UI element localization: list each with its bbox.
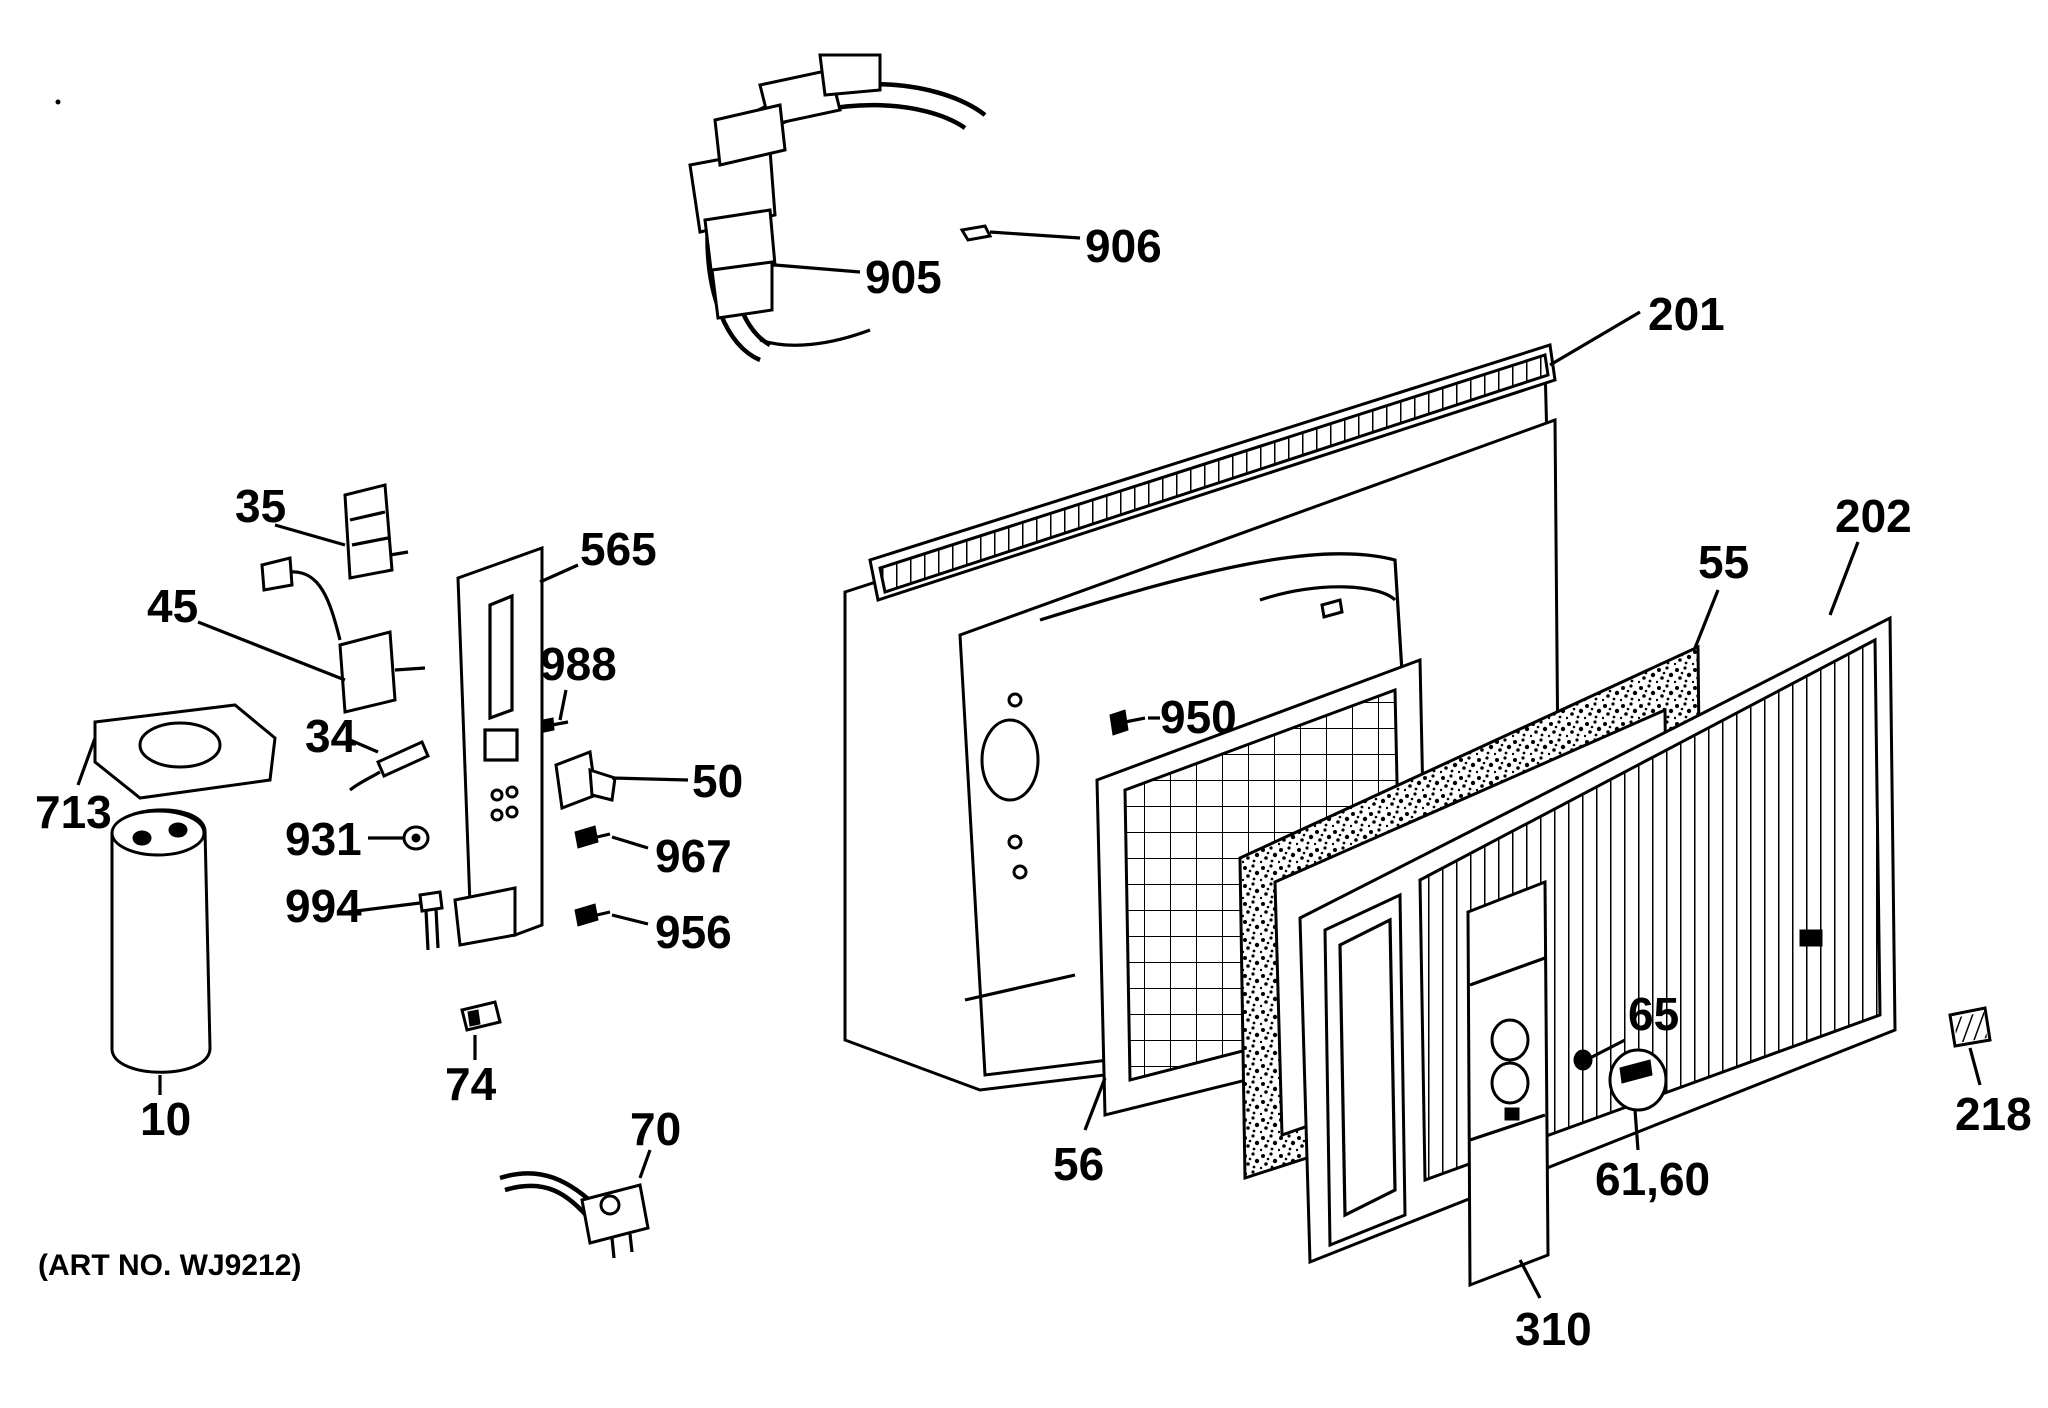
callout-50: 50 <box>692 755 743 807</box>
leader-lines <box>76 230 1982 1299</box>
rocker-switch-part-50 <box>554 749 617 811</box>
callout-55: 55 <box>1698 536 1749 588</box>
callout-565: 565 <box>580 523 657 575</box>
callout-61-60: 61,60 <box>1595 1153 1710 1205</box>
spring-part-65 <box>1573 1049 1593 1071</box>
callout-70: 70 <box>630 1103 681 1155</box>
resistor-part-34 <box>349 740 430 792</box>
callout-310: 310 <box>1515 1303 1592 1355</box>
switch-part-35 <box>343 483 409 580</box>
callout-994: 994 <box>285 880 362 932</box>
thermostat-part-45 <box>260 556 426 714</box>
callout-905: 905 <box>865 251 942 303</box>
art-number: (ART NO. WJ9212) <box>38 1249 301 1282</box>
callout-988: 988 <box>540 638 617 690</box>
callout-201: 201 <box>1648 288 1725 340</box>
callout-10: 10 <box>140 1093 191 1145</box>
callout-956: 956 <box>655 906 732 958</box>
mounting-bracket-part-565 <box>453 545 544 947</box>
callout-35: 35 <box>235 480 286 532</box>
nut-part-931 <box>402 825 430 851</box>
callout-56: 56 <box>1053 1138 1104 1190</box>
badge-part-218 <box>1948 1006 1992 1048</box>
callout-906: 906 <box>1085 220 1162 272</box>
capacitor-part-10 <box>110 808 212 1074</box>
callout-74: 74 <box>445 1058 497 1110</box>
screw-part-967 <box>574 825 611 849</box>
fan-shroud-ring <box>688 53 987 363</box>
clip-part-74 <box>460 1000 502 1032</box>
callout-950: 950 <box>1160 691 1237 743</box>
callout-45: 45 <box>147 580 198 632</box>
callout-65: 65 <box>1628 988 1679 1040</box>
knob-part-61-60 <box>1608 1048 1668 1112</box>
screw-part-956 <box>574 903 611 927</box>
control-panel <box>1466 879 1550 1288</box>
clip-part-906 <box>959 224 993 242</box>
callout-202: 202 <box>1835 490 1912 542</box>
callout-34: 34 <box>305 710 357 762</box>
callout-713: 713 <box>35 786 112 838</box>
screw-part-950 <box>1109 709 1146 736</box>
callout-967: 967 <box>655 830 732 882</box>
bolt-part-994 <box>418 890 444 951</box>
screw-part-988 <box>542 717 569 733</box>
bracket-part-713 <box>93 703 277 800</box>
callout-218: 218 <box>1955 1088 2032 1140</box>
callout-931: 931 <box>285 813 362 865</box>
power-cord-part-70 <box>499 1171 650 1259</box>
